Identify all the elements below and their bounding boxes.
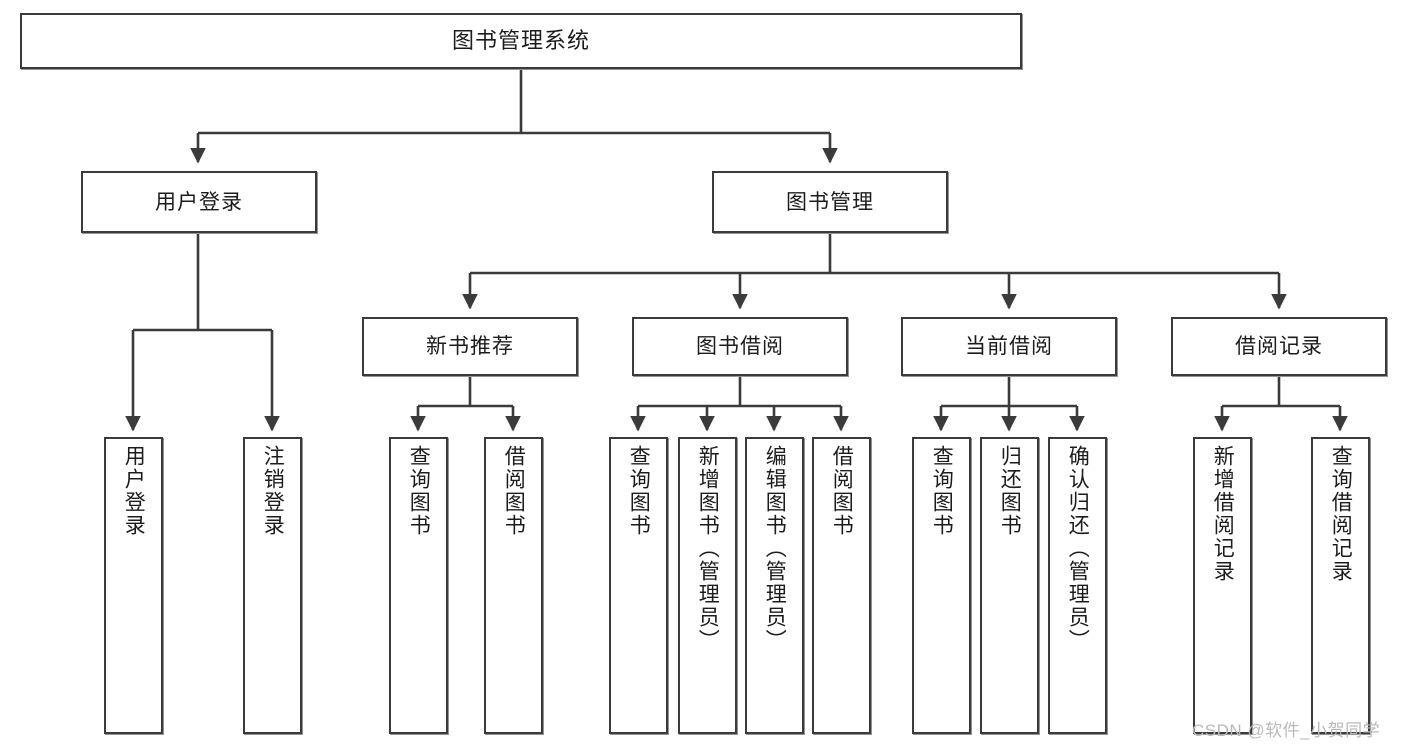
node-label: 用户登录 — [122, 445, 146, 537]
node-root-system[interactable]: 图书管理系统 — [20, 13, 1022, 69]
leaf-records-add-record[interactable]: 新增借阅记录 — [1193, 437, 1252, 734]
leaf-current-query-book[interactable]: 查询图书 — [912, 437, 971, 734]
node-new-book-recommend[interactable]: 新书推荐 — [362, 317, 578, 376]
node-label: 查询图书 — [627, 445, 651, 537]
leaf-recommend-query-book[interactable]: 查询图书 — [389, 437, 448, 734]
leaf-current-return-book[interactable]: 归还图书 — [980, 437, 1039, 734]
node-label: 用户登录 — [155, 190, 243, 214]
node-book-management[interactable]: 图书管理 — [712, 171, 948, 233]
leaf-user-login[interactable]: 用户登录 — [104, 437, 163, 734]
node-label: 新增图书（管理员） — [696, 445, 720, 652]
node-label: 查询图书 — [930, 445, 954, 537]
node-label: 编辑图书（管理员） — [763, 445, 787, 652]
leaf-logout[interactable]: 注销登录 — [243, 437, 302, 734]
node-label: 当前借阅 — [965, 335, 1053, 358]
node-label: 查询图书 — [407, 445, 431, 537]
node-label: 图书管理 — [786, 190, 874, 214]
node-label: 归还图书 — [998, 445, 1022, 537]
leaf-recommend-borrow-book[interactable]: 借阅图书 — [484, 437, 543, 734]
node-label: 借阅图书 — [502, 445, 526, 537]
node-label: 确认归还（管理员） — [1066, 445, 1090, 652]
leaf-borrow-add-book-admin[interactable]: 新增图书（管理员） — [678, 437, 737, 734]
leaf-current-confirm-return-admin[interactable]: 确认归还（管理员） — [1048, 437, 1107, 734]
node-label: 借阅图书 — [830, 445, 854, 537]
leaf-borrow-query-book[interactable]: 查询图书 — [609, 437, 668, 734]
leaf-borrow-edit-book-admin[interactable]: 编辑图书（管理员） — [745, 437, 804, 734]
node-label: 注销登录 — [261, 445, 285, 537]
node-current-borrow[interactable]: 当前借阅 — [901, 317, 1117, 376]
leaf-records-query-record[interactable]: 查询借阅记录 — [1311, 437, 1370, 734]
leaf-borrow-borrow-book[interactable]: 借阅图书 — [812, 437, 871, 734]
node-label: 新增借阅记录 — [1211, 445, 1235, 583]
csdn-watermark: CSDN @软件_小贺同学 — [1192, 721, 1381, 740]
node-book-borrow[interactable]: 图书借阅 — [632, 317, 848, 376]
node-label: 新书推荐 — [426, 335, 514, 358]
node-label: 图书管理系统 — [451, 28, 590, 53]
node-borrow-records[interactable]: 借阅记录 — [1171, 317, 1387, 376]
node-label: 图书借阅 — [696, 335, 784, 358]
node-label: 借阅记录 — [1235, 335, 1323, 358]
node-label: 查询借阅记录 — [1329, 445, 1353, 583]
node-user-login[interactable]: 用户登录 — [81, 171, 317, 233]
